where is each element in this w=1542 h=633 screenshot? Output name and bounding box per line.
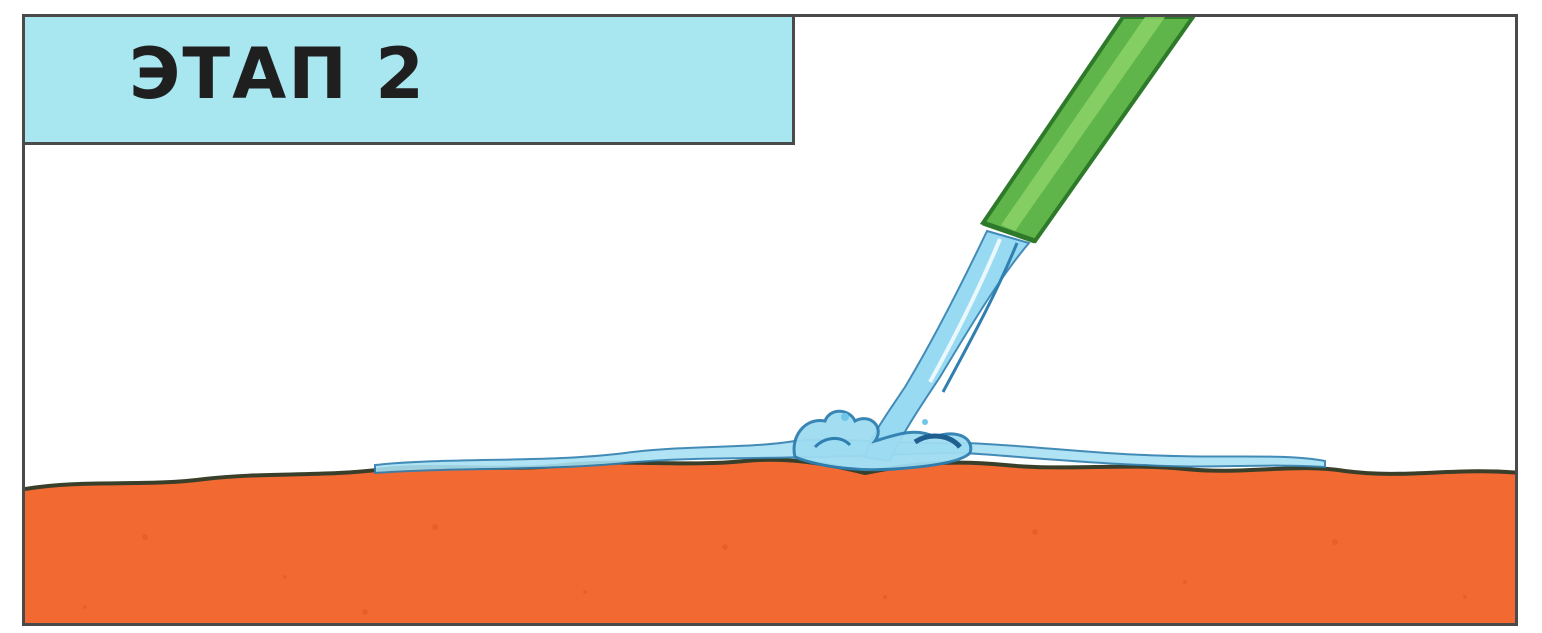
garden-hose-icon (983, 17, 1193, 241)
water-stream-icon (865, 231, 1029, 461)
soil-ground-icon (25, 460, 1518, 626)
stage-label-box: ЭТАП 2 (25, 17, 795, 145)
illustration-frame: ЭТАП 2 (22, 14, 1518, 626)
soil-layer (25, 460, 1518, 626)
stage-title: ЭТАП 2 (129, 39, 426, 109)
